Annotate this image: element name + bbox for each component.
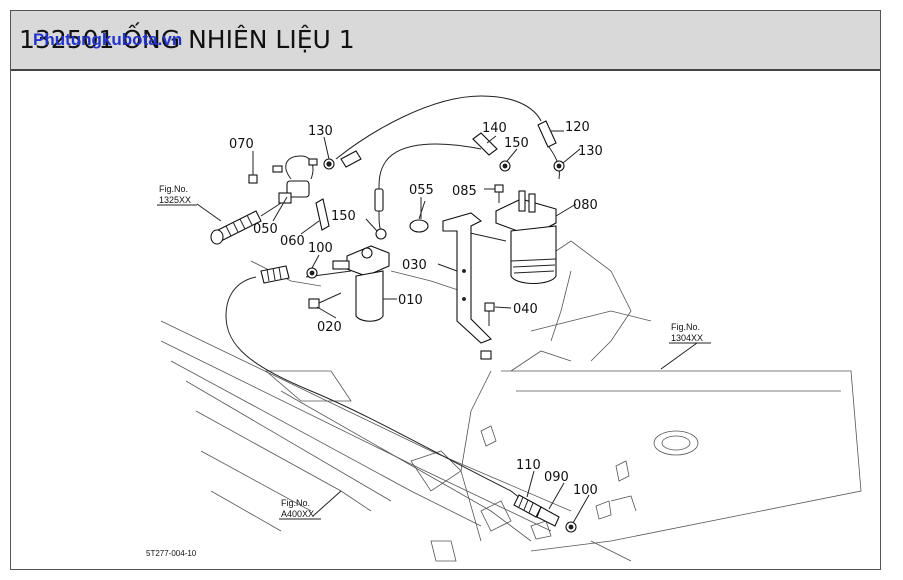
- fuel-filter-080: [495, 190, 557, 285]
- part-label-140: 140: [482, 121, 507, 136]
- clamp-130b: [553, 160, 565, 172]
- part-label-110: 110: [516, 458, 541, 473]
- hose-piece-150a: [374, 188, 387, 240]
- bracket-030: [442, 212, 492, 360]
- part-label-040: 040: [513, 302, 538, 317]
- part-label-085: 085: [452, 184, 477, 199]
- diagram-code: 5T277-004-10: [146, 549, 197, 558]
- part-label-150b: 150: [504, 136, 529, 151]
- clamp-100a: [306, 267, 318, 279]
- part-label-090: 090: [544, 470, 569, 485]
- frame-structure: [160, 240, 862, 562]
- water-separator-010: [332, 245, 390, 322]
- clamp-100b: [565, 521, 577, 533]
- bracket-060: [315, 198, 330, 231]
- fig-ref-1304-line2: 1304XX: [671, 333, 703, 343]
- fig-ref-1325-line2: 1325XX: [159, 195, 191, 205]
- hose-sleeve-140: [472, 132, 498, 156]
- bolt-040: [484, 302, 495, 326]
- part-label-055: 055: [409, 183, 434, 198]
- spring-guard-left: [260, 265, 290, 284]
- fig-ref-1304-line1: Fig.No.: [671, 322, 700, 332]
- part-label-070: 070: [229, 137, 254, 152]
- part-number-labels: 070 130 050 060 100 150 140 150 120 130 …: [229, 120, 603, 498]
- hose-sleeve-120: [537, 120, 557, 148]
- part-label-120: 120: [565, 120, 590, 135]
- part-label-060: 060: [280, 234, 305, 249]
- parts-diagram: 070 130 050 060 100 150 140 150 120 130 …: [146, 95, 862, 562]
- hose-joint: [340, 150, 362, 168]
- bolt-085: [494, 184, 504, 203]
- bolt-020: [308, 292, 342, 309]
- hose-end-090: [536, 506, 560, 527]
- part-label-030: 030: [402, 258, 427, 273]
- figure-references: Fig.No. 1325XX Fig.No. 1304XX Fig.No. A4…: [157, 184, 711, 520]
- watermark: Phutungkubota.vn: [33, 30, 183, 49]
- spring-guard-110: [513, 494, 542, 518]
- leader-lines: [196, 130, 698, 524]
- part-label-130b: 130: [578, 144, 603, 159]
- diagram-frame: 132501 ỐNG NHIÊN LIỆU 1 Phutungkubota.vn: [10, 10, 881, 570]
- part-label-100b: 100: [573, 483, 598, 498]
- fig-ref-a400-line1: Fig.No.: [281, 498, 310, 508]
- fig-ref-1325-line1: Fig.No.: [159, 184, 188, 194]
- part-label-080: 080: [573, 198, 598, 213]
- part-label-150a: 150: [331, 209, 356, 224]
- clamp-130a: [323, 158, 335, 170]
- part-label-050: 050: [253, 222, 278, 237]
- page-title: 132501 ỐNG NHIÊN LIỆU 1: [19, 25, 355, 54]
- bellows-cap: [210, 202, 282, 245]
- clip-055: [409, 200, 429, 233]
- fig-ref-a400-line2: A400XX: [281, 509, 314, 519]
- clamp-150b: [499, 160, 511, 172]
- part-label-020: 020: [317, 320, 342, 335]
- part-label-010: 010: [398, 293, 423, 308]
- part-label-100a: 100: [308, 241, 333, 256]
- part-label-130a: 130: [308, 124, 333, 139]
- header-bar: 132501 ỐNG NHIÊN LIỆU 1 Phutungkubota.vn: [11, 11, 880, 71]
- connector-070: [248, 171, 258, 184]
- fuel-pump-050: [272, 155, 318, 204]
